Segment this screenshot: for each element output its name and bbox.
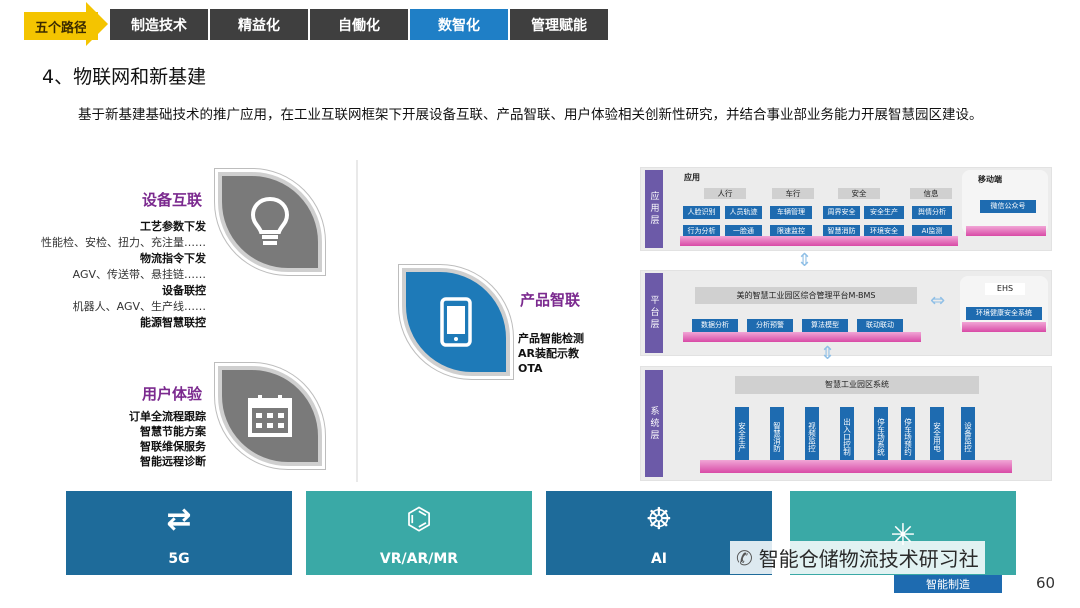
nav-start-tag: 五个路径 xyxy=(24,12,98,40)
cell: 安全生产 xyxy=(864,206,904,219)
user-list: 订单全流程跟踪 智慧节能方案 智联维保服务 智能远程诊断 xyxy=(100,409,206,469)
cell: 周界安全 xyxy=(823,206,860,219)
product-leaf xyxy=(402,268,510,376)
cell: 人脸识别 xyxy=(683,206,720,219)
list-item: 物流指令下发 xyxy=(140,252,206,265)
list-item: AR装配示教 xyxy=(518,347,579,360)
list-item: 产品智能检测 xyxy=(518,332,584,345)
cell: 算法模型 xyxy=(802,319,848,332)
cell: 数据分析 xyxy=(692,319,738,332)
cell: 智慧消防 xyxy=(770,407,784,463)
cell: 分析预警 xyxy=(747,319,793,332)
cell: AI监测 xyxy=(912,225,952,238)
cell: 限速监控 xyxy=(770,225,812,238)
arrows-icon: ⇄ xyxy=(166,502,192,537)
list-item: 性能检、安检、扭力、充注量…… xyxy=(41,236,206,249)
category-label: 信息 xyxy=(910,188,952,199)
band-label: VR/AR/MR xyxy=(379,551,459,567)
cell: 联动联动 xyxy=(857,319,903,332)
wechat-icon: ✆ xyxy=(736,545,753,570)
cell: 环境安全 xyxy=(864,225,904,238)
vr-headset-icon: ⌬ xyxy=(405,502,433,537)
user-title: 用户体验 xyxy=(142,385,203,403)
watermark: ✆ 智能仓储物流技术研习社 xyxy=(730,541,985,574)
list-item: 设备联控 xyxy=(162,284,206,297)
category-label: 车行 xyxy=(772,188,814,199)
smartphone-icon xyxy=(440,297,472,347)
category-label: 安全 xyxy=(838,188,880,199)
mobile-label: 移动端 xyxy=(978,175,1002,184)
list-item: AGV、传送带、悬挂链…… xyxy=(72,268,206,281)
platform-bar: 美的智慧工业园区综合管理平台M-BMS xyxy=(695,287,917,304)
cell: 安全用电 xyxy=(930,407,944,463)
section-label: 应用 xyxy=(684,173,700,182)
divider xyxy=(356,160,358,482)
list-item: 智能远程诊断 xyxy=(140,455,206,468)
list-item: 工艺参数下发 xyxy=(140,220,206,233)
list-item: OTA xyxy=(518,362,543,375)
category-label: 人行 xyxy=(704,188,746,199)
system-bar: 智慧工业园区系统 xyxy=(735,376,979,394)
list-item: 订单全流程跟踪 xyxy=(129,410,206,423)
device-list: 工艺参数下发 性能检、安检、扭力、充注量…… 物流指令下发 AGV、传送带、悬挂… xyxy=(30,219,206,331)
calendar-icon xyxy=(248,395,292,437)
updown-arrow-icon: ⇕ xyxy=(820,343,836,364)
cell: 舆情分析 xyxy=(912,206,952,219)
list-item: 智慧节能方案 xyxy=(140,425,206,438)
band-vr: ⌬ VR/AR/MR xyxy=(306,491,532,575)
cell: 环境健康安全系统 xyxy=(966,307,1042,320)
product-title: 产品智联 xyxy=(520,291,581,309)
device-title: 设备互联 xyxy=(142,191,203,209)
tab-management[interactable]: 管理赋能 xyxy=(510,9,610,40)
tray xyxy=(962,322,1046,332)
nav-arrow-icon xyxy=(86,2,108,46)
layer-side-label: 平台层 xyxy=(645,273,663,353)
intro-paragraph: 基于新基建基础技术的推广应用，在工业互联网框架下开展设备互联、产品智联、用户体验… xyxy=(78,107,983,123)
cell: 行为分析 xyxy=(683,225,720,238)
user-leaf xyxy=(218,366,322,466)
cell: 智慧消防 xyxy=(823,225,860,238)
band-5g: ⇄ 5G xyxy=(66,491,292,575)
section-badge: 智能制造 xyxy=(894,575,1002,593)
page-title: 4、物联网和新基建 xyxy=(42,66,207,88)
cell: 出入口控制 xyxy=(840,407,854,463)
list-item: 能源智慧联控 xyxy=(140,316,206,329)
cell: 微信公众号 xyxy=(980,200,1036,213)
cell: 一脸通 xyxy=(725,225,762,238)
tab-jidoka[interactable]: 自働化 xyxy=(310,9,410,40)
tray xyxy=(700,460,1012,473)
tab-digital-intelligence[interactable]: 数智化 xyxy=(410,9,510,40)
band-label: AI xyxy=(650,551,668,567)
cell: 设备监控 xyxy=(961,407,975,463)
list-item: 机器人、AGV、生产线…… xyxy=(72,300,206,313)
cell: 视频监控 xyxy=(805,407,819,463)
product-list: 产品智能检测 AR装配示教 OTA xyxy=(518,331,618,376)
lightbulb-icon xyxy=(250,196,290,245)
list-item: 智联维保服务 xyxy=(140,440,206,453)
tray xyxy=(966,226,1046,236)
watermark-text: 智能仓储物流技术研习社 xyxy=(758,547,979,571)
band-label: 5G xyxy=(168,551,190,567)
page-number: 60 xyxy=(1036,574,1056,592)
leftright-arrow-icon: ⇕ xyxy=(926,292,948,309)
ai-brain-icon: ☸ xyxy=(645,502,673,537)
cell: 车辆管理 xyxy=(770,206,812,219)
cell: 停车场预约 xyxy=(901,407,915,463)
tray xyxy=(680,236,958,246)
tab-manufacturing-tech[interactable]: 制造技术 xyxy=(110,9,210,40)
tab-lean[interactable]: 精益化 xyxy=(210,9,310,40)
cell: 停车场系统 xyxy=(874,407,888,463)
cell: 安全生产 xyxy=(735,407,749,463)
layer-side-label: 应用层 xyxy=(645,170,663,248)
updown-arrow-icon: ⇕ xyxy=(797,250,813,271)
ehs-label: EHS xyxy=(985,283,1025,295)
tray xyxy=(683,332,921,342)
cell: 人员轨迹 xyxy=(725,206,762,219)
layer-side-label: 系统层 xyxy=(645,370,663,477)
device-leaf xyxy=(218,172,322,272)
